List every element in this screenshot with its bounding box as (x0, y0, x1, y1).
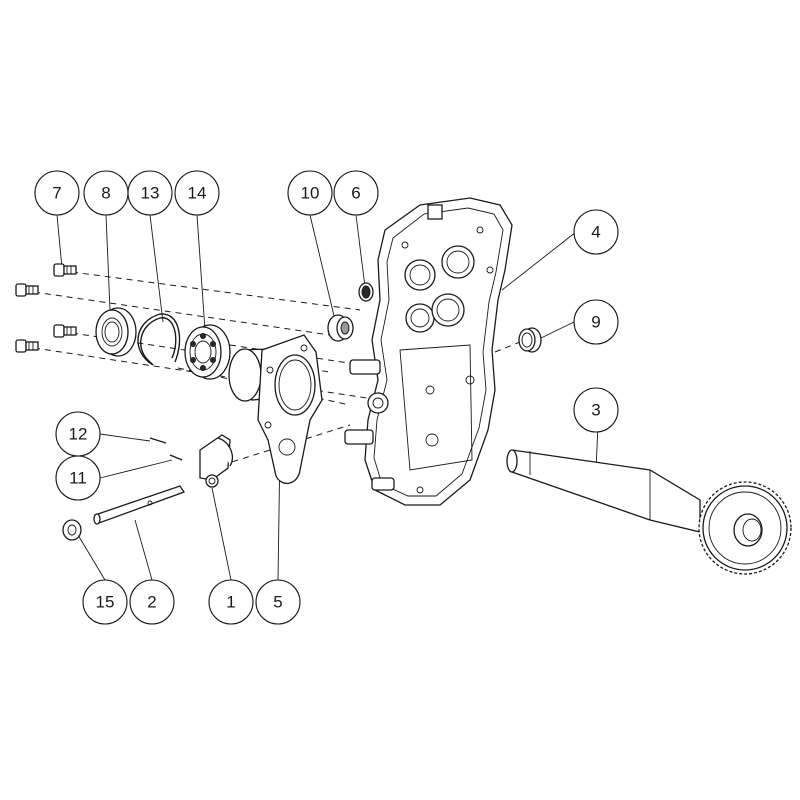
balloon-2: 2 (129, 579, 175, 625)
balloon-label: 7 (52, 184, 61, 203)
shaft-gear-3 (506, 449, 792, 575)
balloon-13: 13 (127, 170, 173, 216)
balloon-15: 15 (82, 579, 128, 625)
bearing-14 (184, 324, 231, 380)
balloon-label: 13 (141, 184, 160, 203)
shift-fork-1 (199, 434, 233, 488)
clip-6 (358, 282, 374, 302)
balloon-4: 4 (573, 209, 619, 255)
balloon-label: 8 (101, 184, 110, 203)
balloon-label: 6 (351, 184, 360, 203)
balloon-12: 12 (55, 411, 101, 457)
grommet-10 (327, 314, 354, 342)
balloon-label: 2 (147, 593, 156, 612)
balloon-10: 10 (287, 170, 333, 216)
bolt-7 (15, 263, 77, 353)
balloon-label: 5 (273, 593, 282, 612)
gearbox-housing-4 (344, 197, 513, 506)
balloon-label: 3 (591, 401, 600, 420)
balloon-label: 11 (69, 469, 87, 488)
item-balloons: 7 8 13 14 10 6 4 9 (34, 170, 619, 625)
cover-plate-5 (228, 334, 323, 484)
balloon-label: 10 (301, 184, 320, 203)
balloon-label: 12 (69, 425, 88, 444)
bushing-9 (518, 327, 542, 353)
balloon-9: 9 (573, 299, 619, 345)
pin-12 (149, 437, 167, 444)
seal-8 (95, 307, 137, 357)
leader-lines (56, 214, 599, 581)
balloon-8: 8 (83, 170, 129, 216)
balloon-14: 14 (174, 170, 220, 216)
circlip-13 (137, 313, 181, 366)
balloon-label: 4 (591, 223, 600, 242)
washer-15 (62, 519, 82, 541)
balloon-label: 1 (226, 593, 235, 612)
balloon-label: 9 (591, 313, 600, 332)
balloon-1: 1 (208, 579, 254, 625)
balloon-5: 5 (255, 579, 301, 625)
balloon-label: 14 (188, 184, 207, 203)
spring-pin-11 (169, 454, 183, 461)
balloon-label: 15 (96, 593, 115, 612)
shift-rod-2 (93, 485, 185, 525)
balloon-3: 3 (573, 387, 619, 433)
balloon-11: 11 (55, 455, 101, 501)
balloon-6: 6 (333, 170, 379, 216)
balloon-7: 7 (34, 170, 80, 216)
